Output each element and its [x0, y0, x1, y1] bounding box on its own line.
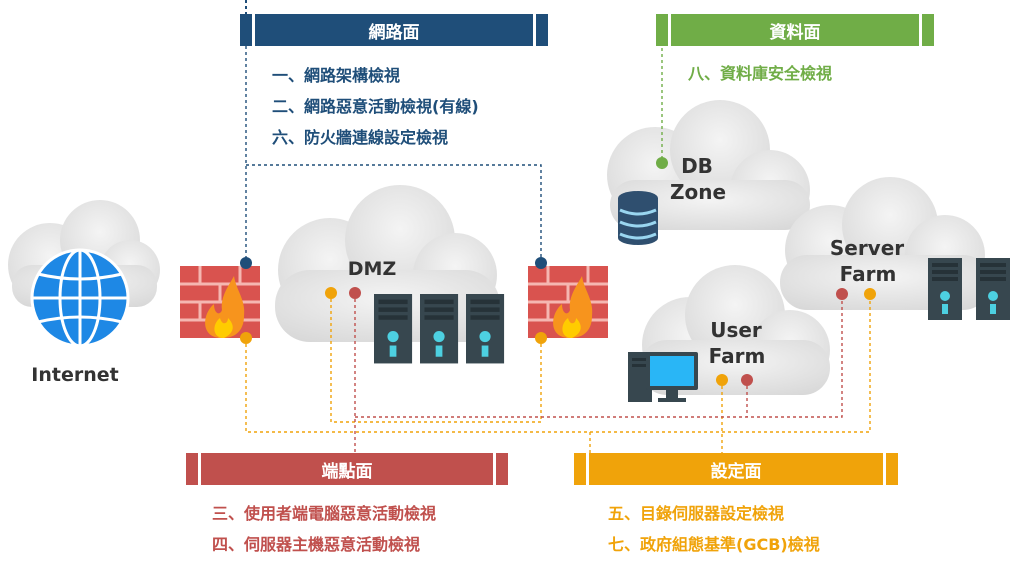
network-section-bar: 網路面	[240, 14, 548, 46]
config-item: 五、目錄伺服器設定檢視	[608, 504, 785, 523]
server-icon	[374, 294, 413, 364]
user-farm-label-line2: Farm	[708, 344, 766, 368]
data-section-bar: 資料面	[656, 14, 934, 46]
user-farm-label-line1: User	[710, 318, 762, 342]
config-item: 七、政府組態基準(GCB)檢視	[608, 535, 820, 554]
server-icon	[420, 294, 459, 364]
endpoint-section-title: 端點面	[321, 461, 373, 482]
network-item: 六、防火牆連線設定檢視	[272, 128, 449, 147]
config-section-title: 設定面	[710, 461, 762, 482]
server-farm-label-line1: Server	[829, 236, 905, 260]
db-zone-label-line1: DB	[681, 154, 713, 178]
db-zone-label-line2: Zone	[669, 180, 727, 204]
endpoint-section-bar: 端點面	[186, 453, 508, 485]
server-icon	[976, 258, 1010, 320]
endpoint-item: 三、使用者端電腦惡意活動檢視	[212, 504, 437, 523]
desktop-icon	[628, 352, 698, 402]
data-section-title: 資料面	[769, 22, 821, 43]
firewall-icon	[178, 264, 262, 340]
server-icon	[466, 294, 505, 364]
server-farm-label-line2: Farm	[839, 262, 897, 286]
config-section-bar: 設定面	[574, 453, 898, 485]
server-icon	[928, 258, 962, 320]
globe-icon	[30, 248, 130, 348]
dmz-label: DMZ	[347, 258, 397, 280]
network-item: 一、網路架構檢視	[272, 66, 401, 85]
internet-label: Internet	[31, 364, 119, 386]
endpoint-item: 四、伺服器主機惡意活動檢視	[212, 535, 421, 554]
data-item: 八、資料庫安全檢視	[688, 64, 833, 83]
firewall-icon	[526, 264, 610, 340]
network-item: 二、網路惡意活動檢視(有線)	[272, 97, 479, 116]
network-section-title: 網路面	[368, 22, 420, 43]
database-icon	[618, 191, 658, 245]
